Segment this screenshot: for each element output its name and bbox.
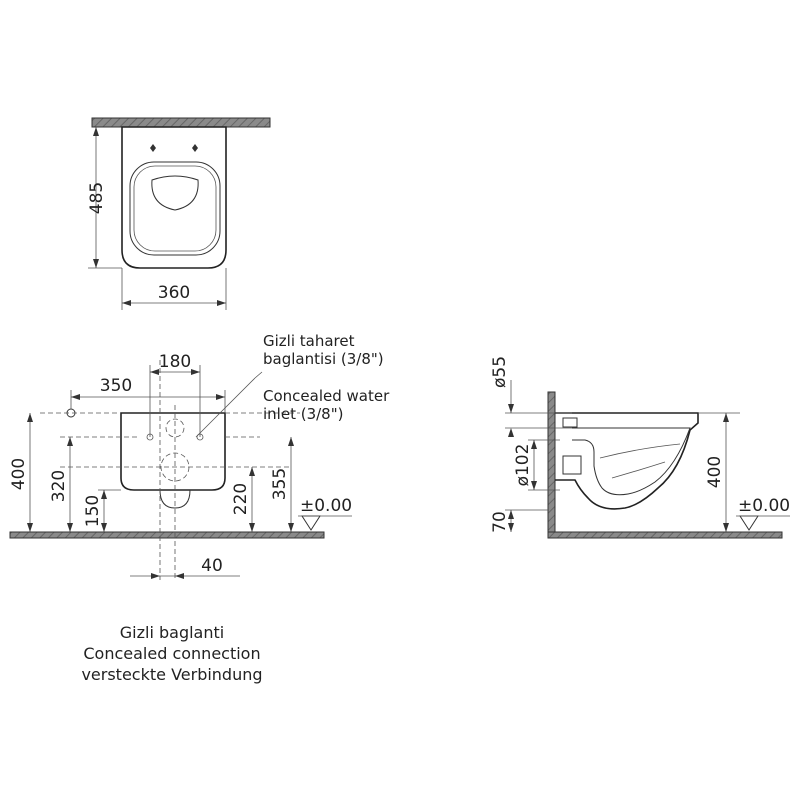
side-dim-400-label: 400	[705, 456, 725, 488]
top-bowl-opening	[151, 175, 199, 211]
front-drain	[159, 489, 191, 509]
front-view: 180 350 400 320 150 220 355 ±0.00	[9, 332, 390, 580]
note-en-line2: inlet (3/8")	[263, 405, 343, 423]
front-bowl-body	[120, 412, 226, 491]
dim-220-label: 220	[231, 483, 251, 515]
top-seat-inner	[133, 165, 217, 252]
dim-180-label: 180	[159, 352, 191, 372]
level-marker-icon	[301, 515, 321, 531]
front-level-label: ±0.00	[300, 496, 352, 516]
dim-355-label: 355	[270, 468, 290, 500]
top-view: 485 360	[87, 117, 271, 310]
side-floor	[547, 531, 783, 539]
side-level-label: ±0.00	[738, 496, 790, 516]
top-bowl-outline	[121, 126, 227, 269]
front-floor	[9, 531, 325, 539]
top-wall	[91, 117, 271, 128]
side-view: ø55 ø102 70 400 ±0.00	[490, 356, 790, 539]
hinge-right-icon	[192, 144, 198, 152]
caption-line2: Concealed connection	[83, 644, 260, 663]
side-bowl-outline	[555, 412, 699, 510]
dim-320-label: 320	[49, 470, 69, 502]
dim-350-label: 350	[100, 376, 132, 396]
caption-line3: versteckte Verbindung	[81, 665, 262, 684]
note-tr-line2: baglantisi (3/8")	[263, 350, 384, 368]
side-bowl-inner	[572, 427, 691, 496]
top-depth-label: 485	[87, 182, 107, 214]
dim-400-label: 400	[9, 458, 29, 490]
note-en-line1: Concealed water	[263, 387, 390, 405]
dim-40-label: 40	[201, 556, 223, 576]
front-water-inlet	[165, 418, 185, 438]
hinge-left-icon	[150, 144, 156, 152]
top-width-label: 360	[158, 283, 190, 303]
dim-70-label: 70	[490, 511, 510, 533]
dim-d102-label: ø102	[513, 444, 533, 487]
dim-150-label: 150	[83, 495, 103, 527]
dim-d55-label: ø55	[490, 356, 510, 388]
caption-line1: Gizli baglanti	[120, 623, 224, 642]
side-level-marker-icon	[739, 515, 759, 531]
note-tr-line1: Gizli taharet	[263, 332, 355, 350]
caption: Gizli baglanti Concealed connection vers…	[81, 623, 262, 684]
top-seat	[129, 161, 221, 256]
